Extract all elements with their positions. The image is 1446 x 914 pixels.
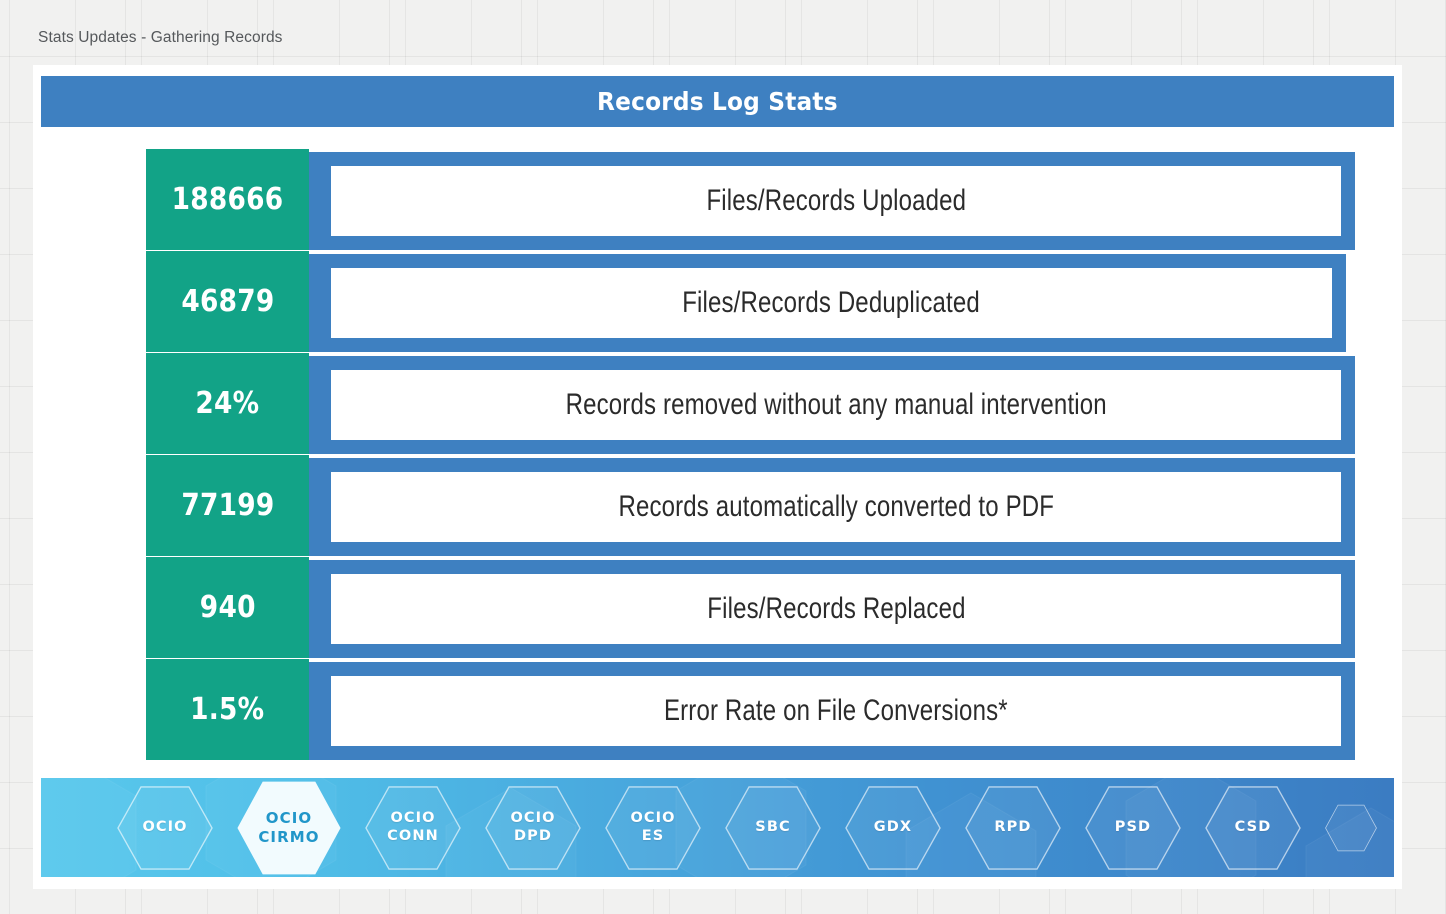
org-hexagon-label-line1: OCIO: [630, 809, 676, 826]
org-hexagon-label-line2: DPD: [514, 827, 552, 844]
stat-value-box: 940: [146, 557, 309, 658]
stat-label: Files/Records Deduplicated: [682, 286, 981, 319]
org-hexagon-csd[interactable]: CSD: [1205, 785, 1301, 871]
stat-row: Records removed without any manual inter…: [33, 353, 1402, 454]
stat-label-box: Records automatically converted to PDF: [331, 472, 1341, 542]
stat-row: Files/Records Uploaded 188666: [33, 149, 1402, 250]
hexagon-icon: [1085, 785, 1181, 870]
stat-label: Files/Records Replaced: [706, 592, 966, 625]
stat-row: Records automatically converted to PDF 77…: [33, 455, 1402, 556]
org-hexagon-label-line1: OCIO: [510, 809, 556, 826]
hexagon-icon: [605, 785, 701, 870]
org-hexagon-label-line1: GDX: [873, 818, 913, 835]
stat-label-box: Records removed without any manual inter…: [331, 370, 1341, 440]
hexagon-icon: [725, 785, 821, 870]
org-hexagon-empty: [1325, 804, 1377, 852]
org-hexagon-label: SBC: [755, 819, 790, 837]
stat-value: 1.5%: [190, 692, 265, 727]
stats-card: Records Log Stats Files/Records Uploaded…: [33, 65, 1402, 889]
stat-value: 940: [199, 590, 256, 625]
org-hexagon-label: OCIO: [142, 819, 187, 837]
stat-value: 77199: [180, 488, 275, 523]
org-hexagon-label: PSD: [1115, 819, 1151, 837]
hexagon-icon: [1325, 804, 1377, 851]
hexagon-icon: [1205, 785, 1301, 870]
stat-value-box: 46879: [146, 251, 309, 352]
hexagon-icon: [365, 785, 461, 870]
stat-value: 188666: [171, 182, 284, 217]
stat-label-box: Files/Records Uploaded: [331, 166, 1341, 236]
stat-value: 24%: [195, 386, 260, 421]
stat-label: Error Rate on File Conversions*: [664, 694, 1008, 727]
stat-value-box: 1.5%: [146, 659, 309, 760]
stat-label: Records removed without any manual inter…: [565, 388, 1107, 421]
stat-label-box: Files/Records Replaced: [331, 574, 1341, 644]
org-hexagon-gdx[interactable]: GDX: [845, 785, 941, 871]
hexagon-icon: [237, 781, 341, 874]
card-title-bar: Records Log Stats: [41, 76, 1394, 127]
stat-row: Files/Records Replaced 940: [33, 557, 1402, 658]
hexagon-icon: [117, 785, 213, 870]
hexagon-icon: [485, 785, 581, 870]
stat-label-box: Error Rate on File Conversions*: [331, 676, 1341, 746]
org-hexagon-psd[interactable]: PSD: [1085, 785, 1181, 871]
org-hexagon-label-line2: CIRMO: [258, 827, 320, 846]
stat-label-box: Files/Records Deduplicated: [331, 268, 1332, 338]
stat-value: 46879: [180, 284, 275, 319]
org-hexagon-label-line1: OCIO: [390, 809, 436, 826]
stat-value-box: 77199: [146, 455, 309, 556]
org-hexagon-label-line1: OCIO: [142, 818, 188, 835]
stat-value-box: 188666: [146, 149, 309, 250]
org-hexagon-label: RPD: [994, 819, 1031, 837]
page-title: Records Log Stats: [597, 87, 838, 116]
stat-label: Files/Records Uploaded: [706, 184, 966, 217]
stat-label: Records automatically converted to PDF: [618, 490, 1054, 523]
org-hexagon-label: CSD: [1235, 819, 1272, 837]
stat-value-box: 24%: [146, 353, 309, 454]
org-hexagon-label-line1: OCIO: [265, 809, 313, 828]
org-hexagon-label-line1: CSD: [1234, 818, 1272, 835]
org-hexagon-rpd[interactable]: RPD: [965, 785, 1061, 871]
org-hexagon-label-line1: PSD: [1114, 818, 1152, 835]
org-hexagon-sbc[interactable]: SBC: [725, 785, 821, 871]
breadcrumb: Stats Updates - Gathering Records: [38, 29, 283, 46]
stat-row: Files/Records Deduplicated 46879: [33, 251, 1402, 352]
org-hexagon-label: GDX: [874, 819, 912, 837]
org-hexagon-label-line1: SBC: [755, 818, 791, 835]
stat-row: Error Rate on File Conversions* 1.5%: [33, 659, 1402, 760]
hexagon-icon: [965, 785, 1061, 870]
org-hexagon-ocio[interactable]: OCIO: [117, 785, 213, 871]
hexagon-icon: [845, 785, 941, 870]
org-hexagon-label-line1: RPD: [994, 818, 1032, 835]
org-hexagon-label-line2: CONN: [387, 827, 439, 844]
org-hexagon-label-line2: ES: [641, 827, 665, 844]
